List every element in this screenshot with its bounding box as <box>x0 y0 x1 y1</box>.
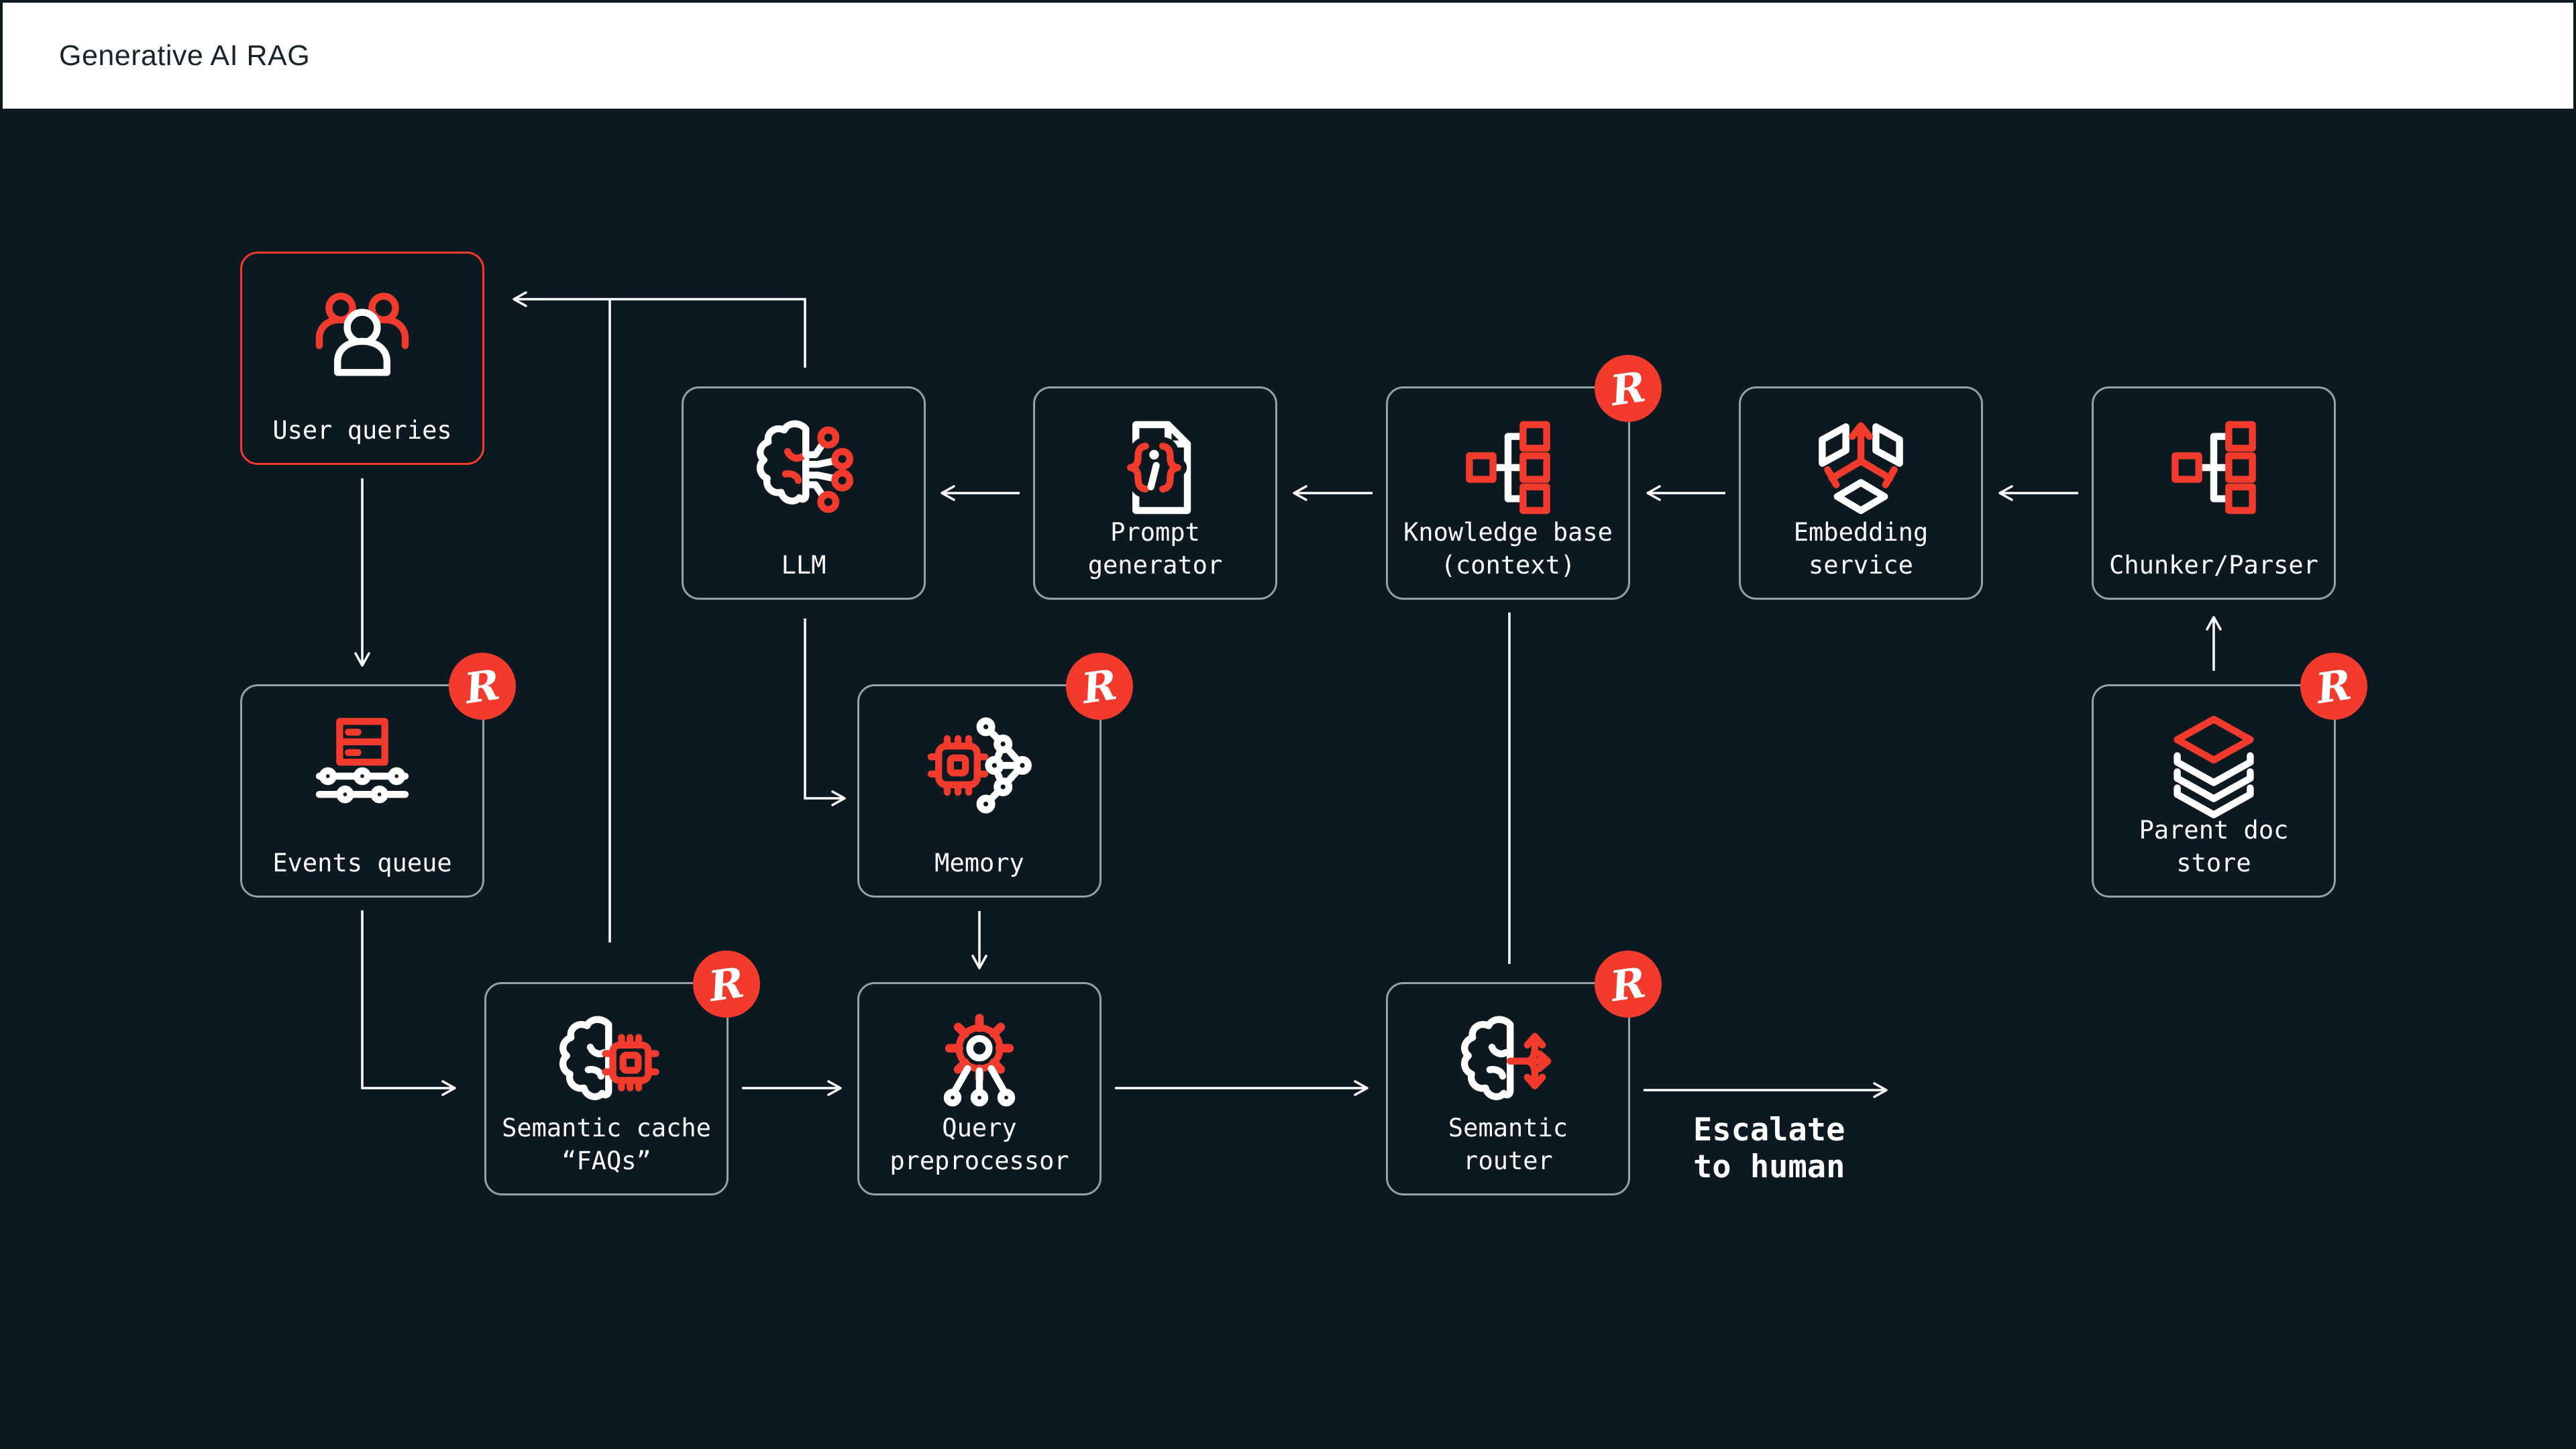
hierarchy-icon <box>2160 414 2267 521</box>
node-prompt-generator[interactable]: Prompt generator <box>1033 386 1277 600</box>
node-user-queries[interactable]: User queries <box>240 252 484 465</box>
node-embedding-service[interactable]: Embedding service <box>1739 386 1983 600</box>
node-label: Semantic cache “FAQs” <box>502 1113 711 1175</box>
hierarchy-icon <box>1454 414 1562 521</box>
node-label: Chunker/Parser <box>2109 550 2318 580</box>
vector-cube-icon <box>1807 414 1915 521</box>
connector-llm-to-user-queries <box>513 291 806 368</box>
node-label: User queries <box>272 415 452 445</box>
brain-route-icon <box>1454 1010 1562 1117</box>
node-label: Semantic router <box>1448 1113 1568 1175</box>
page-title: Generative AI RAG <box>59 39 311 72</box>
title-bar: Generative AI RAG <box>0 0 2576 109</box>
node-label: Parent doc store <box>2139 815 2289 877</box>
node-label: Embedding service <box>1793 517 1929 580</box>
node-chunker-parser[interactable]: Chunker/Parser <box>2092 386 2336 600</box>
node-query-preprocessor[interactable]: Query preprocessor <box>857 982 1102 1195</box>
chip-network-icon <box>926 712 1033 819</box>
node-label: Query preprocessor <box>890 1113 1069 1175</box>
node-label: LLM <box>781 550 826 580</box>
node-semantic-cache[interactable]: Semantic cache “FAQs”R <box>484 946 765 1195</box>
escalate-label: Escalate to human <box>1693 1112 1845 1185</box>
node-knowledge-base[interactable]: Knowledge base (context)R <box>1386 350 1666 600</box>
node-llm[interactable]: LLM <box>682 386 926 600</box>
node-label: Events queue <box>272 848 452 877</box>
gear-nodes-icon <box>926 1010 1033 1117</box>
layers-icon <box>2160 712 2267 819</box>
connector-llm-to-memory <box>804 619 846 806</box>
people-icon <box>309 279 416 386</box>
node-label: Memory <box>934 848 1024 877</box>
document-braces-icon <box>1102 414 1209 521</box>
connector-events-queue-to-semantic-cache <box>361 910 456 1096</box>
server-queue-icon <box>309 712 416 819</box>
brain-chip-icon <box>553 1010 660 1117</box>
node-label: Prompt generator <box>1087 517 1223 580</box>
brain-circuit-icon <box>750 414 857 521</box>
node-label: Knowledge base (context) <box>1403 517 1613 580</box>
